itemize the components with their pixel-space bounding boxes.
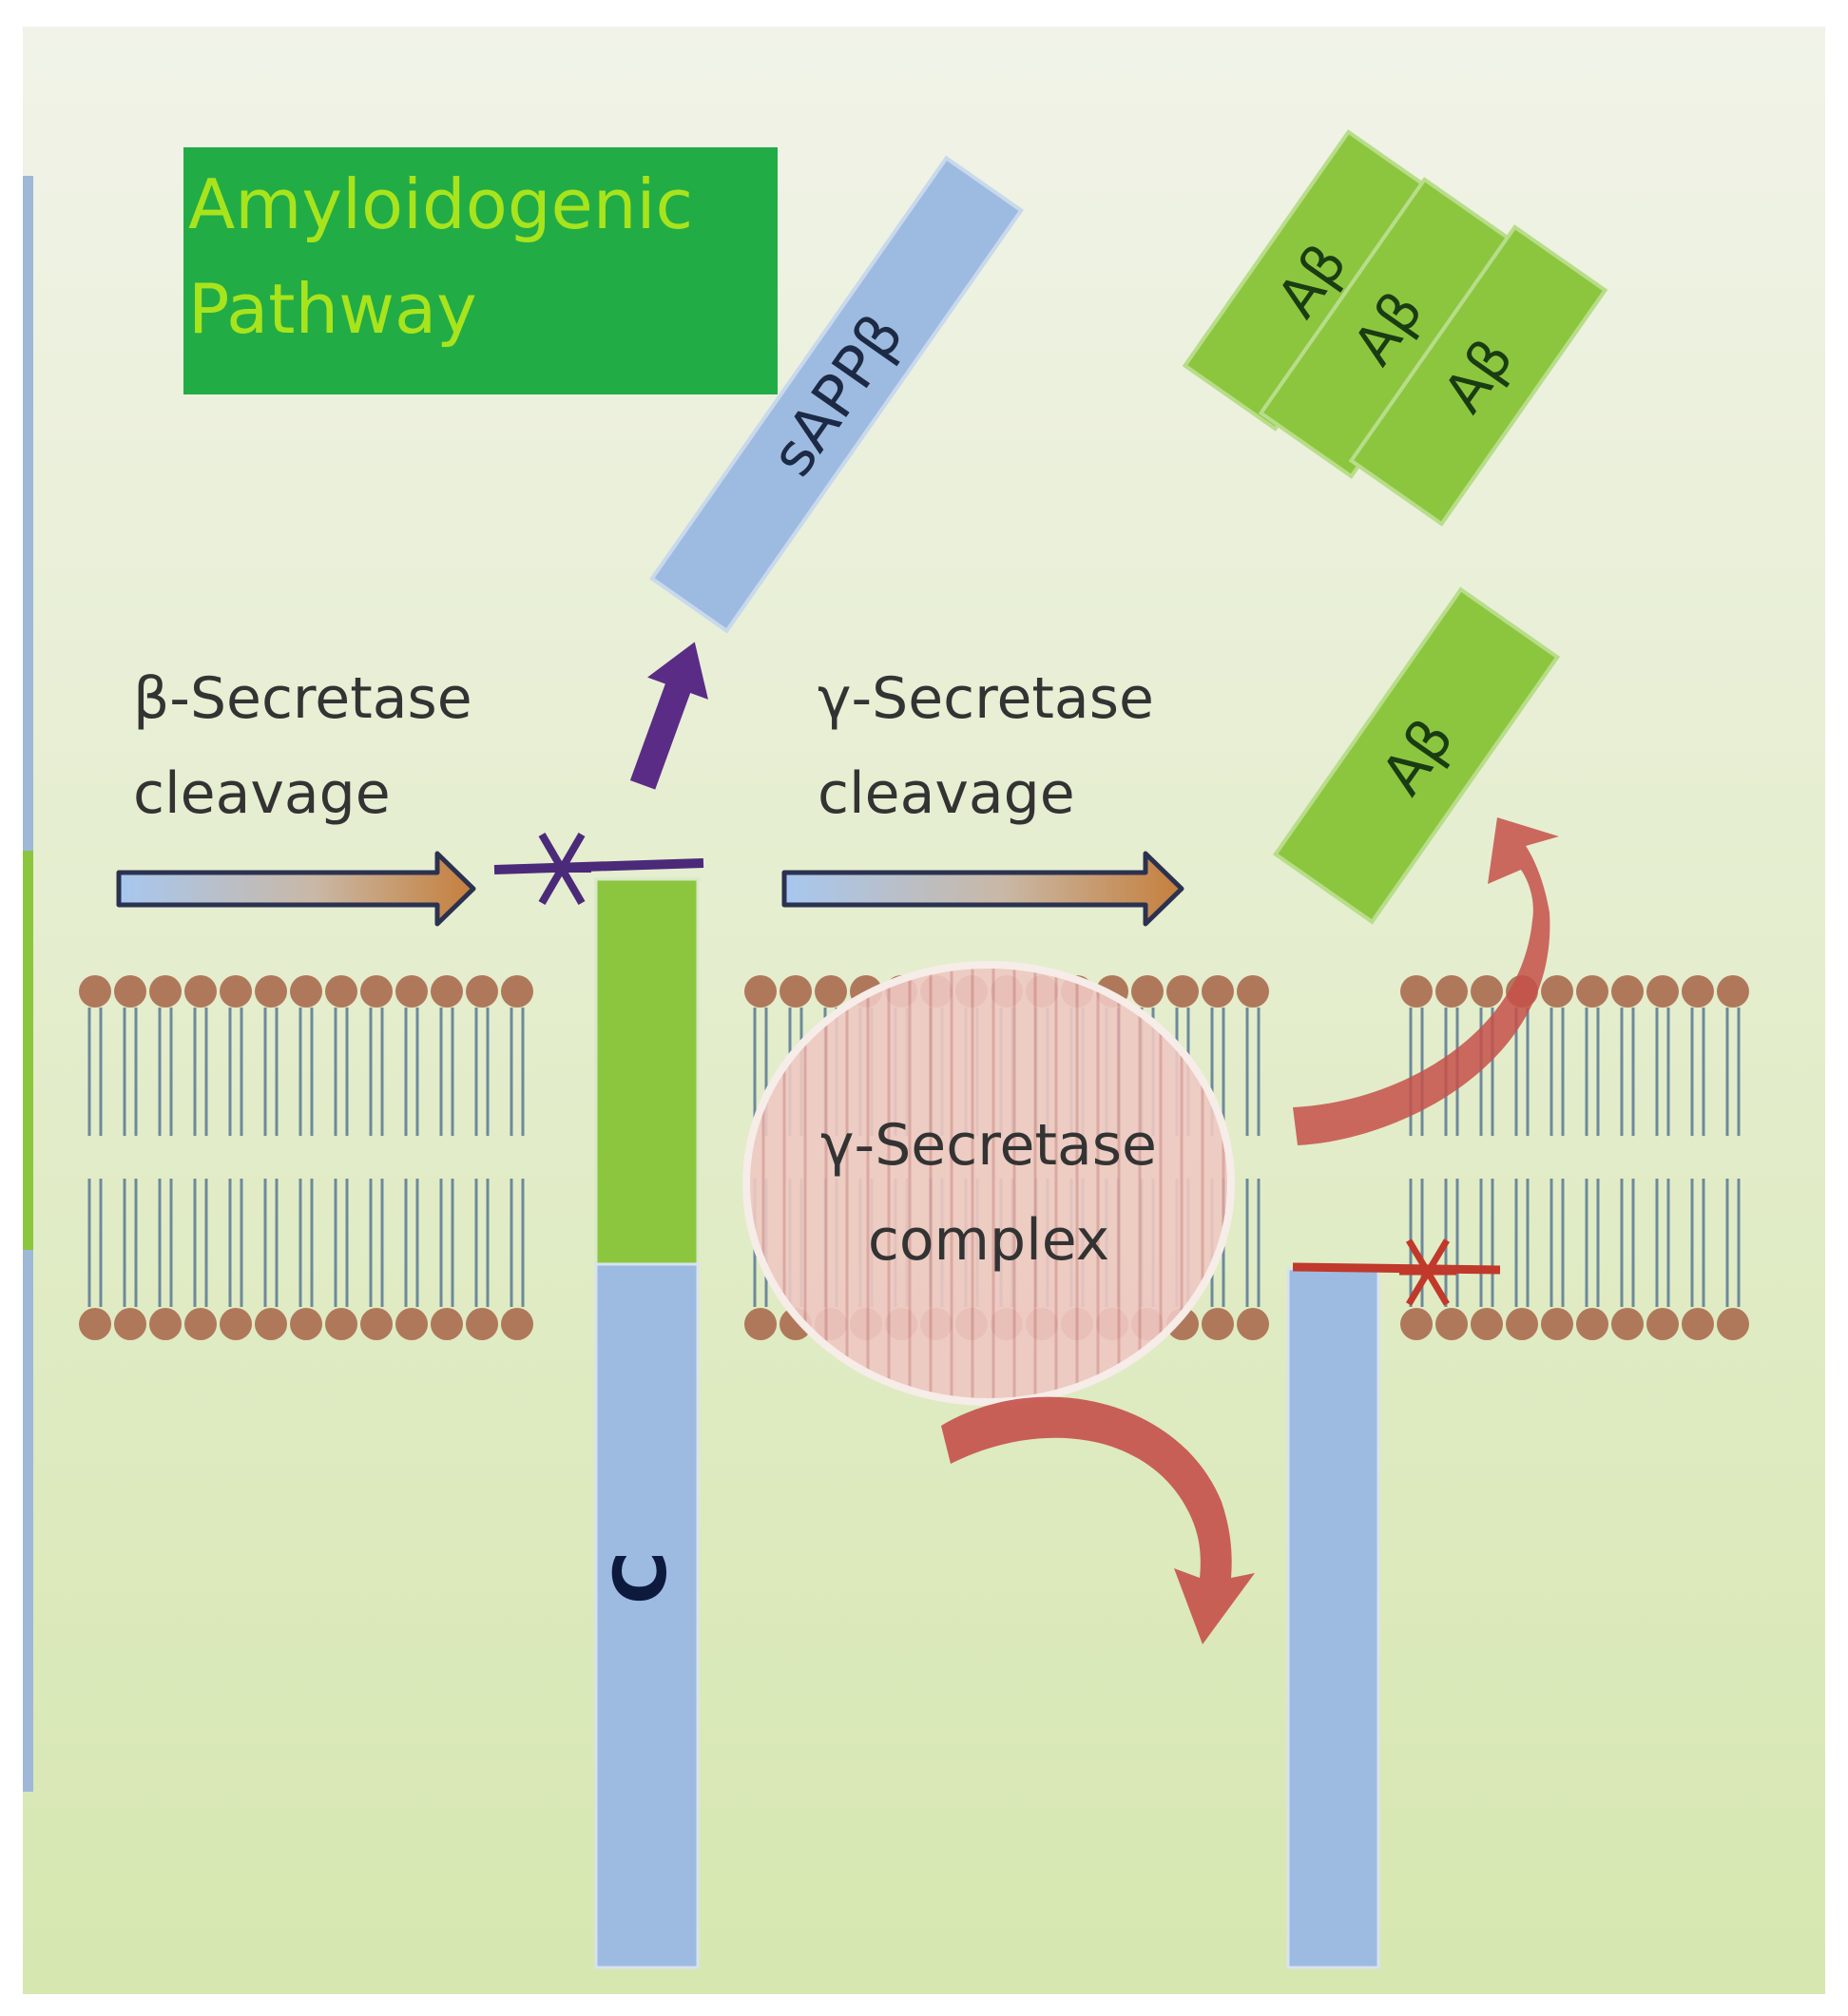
- title-line2: Pathway: [188, 269, 477, 349]
- abeta-block-released: Aβ: [1272, 586, 1561, 925]
- gamma-cleavage-mark: [1292, 1238, 1501, 1306]
- up-right-arrow-icon: [629, 642, 708, 790]
- title-box: [183, 147, 778, 394]
- beta-secretase-label-line2: cleavage: [133, 760, 391, 827]
- curved-arrow-icon: [1293, 817, 1559, 1145]
- abeta-block-3: Aβ: [1348, 224, 1608, 527]
- gamma-secretase-label-line1: γ-Secretase: [818, 665, 1154, 732]
- membrane-left: [79, 975, 533, 1340]
- right-arrow-icon: [781, 851, 1184, 927]
- gamma-process-arrow: [781, 851, 1184, 927]
- aicd-fragment-blue: [1286, 1267, 1380, 1969]
- membrane-right: [1400, 975, 1749, 1340]
- left-edge-bar-green: [23, 851, 33, 1250]
- gamma-secretase-complex: γ-Secretase complex: [742, 961, 1235, 1406]
- right-arrow-icon: [116, 851, 476, 927]
- beta-secretase-label-line1: β-Secretase: [133, 665, 472, 732]
- title-line1: Amyloidogenic: [188, 164, 693, 244]
- complex-label-line1: γ-Secretase: [820, 1112, 1157, 1179]
- beta-process-arrow: [116, 851, 476, 927]
- curved-arrow-icon: [941, 1396, 1255, 1644]
- app-beta-stub-green: [594, 877, 700, 1266]
- cross-mark-icon: [532, 832, 591, 906]
- beta-cleavage-mark: [493, 832, 704, 906]
- app-c-terminal-blue: [594, 1262, 700, 1969]
- abeta-block-2: Aβ: [1258, 177, 1518, 479]
- gamma-secretase-label-line2: cleavage: [818, 760, 1075, 827]
- complex-label-line2: complex: [868, 1207, 1109, 1274]
- cross-mark-icon: [1399, 1238, 1456, 1306]
- c-terminal-label: C: [598, 1551, 683, 1604]
